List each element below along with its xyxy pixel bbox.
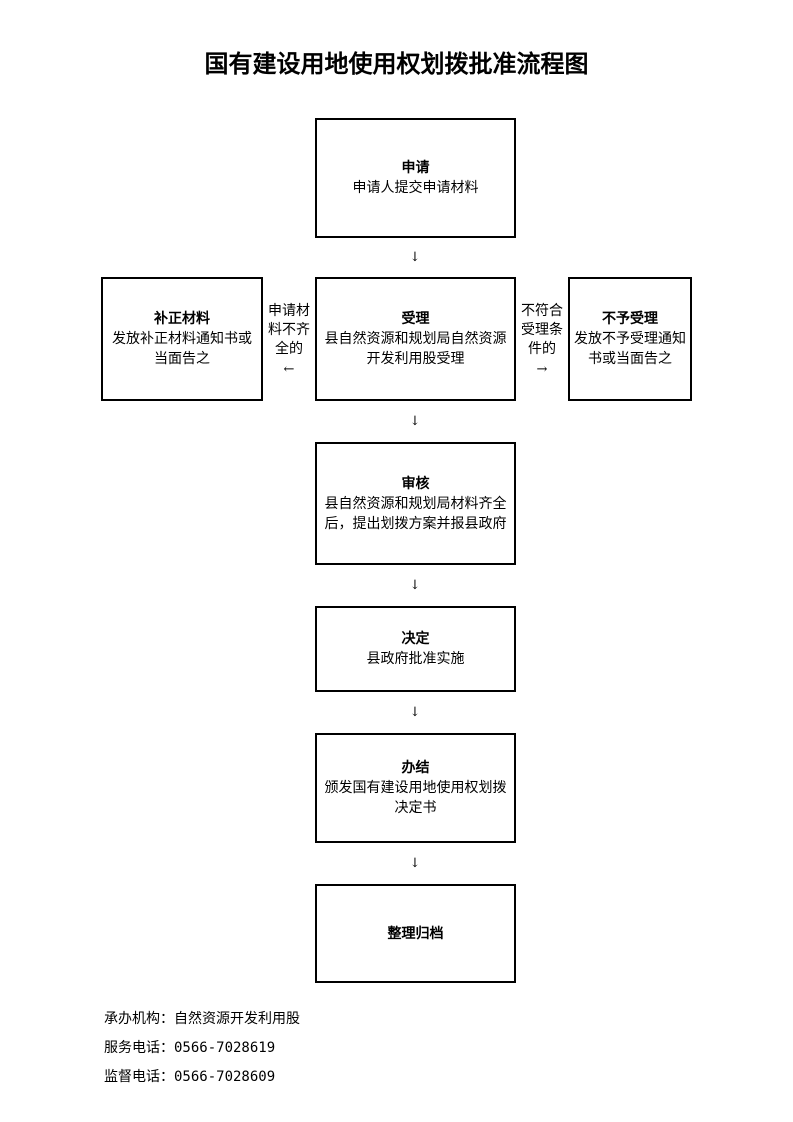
node-accept: 受理 县自然资源和规划局自然资源开发利用股受理 [315, 277, 516, 401]
edge-right-label: 不符合 受理条 件的 → [516, 302, 568, 381]
node-apply-text: 申请人提交申请材料 [352, 180, 479, 196]
edge-left-label-line-1: 申请材 [268, 303, 310, 319]
node-decide: 决定 县政府批准实施 [315, 606, 516, 692]
node-review: 审核 县自然资源和规划局材料齐全后，提出划拨方案并报县政府 [315, 442, 516, 565]
node-accept-heading: 受理 [401, 311, 430, 327]
node-accept-text: 县自然资源和规划局自然资源开发利用股受理 [324, 331, 507, 367]
edge-left-label-line-3: 全的 [275, 341, 303, 357]
arrow-down-3: ↓ [409, 578, 421, 593]
page-title: 国有建设用地使用权划拨批准流程图 [204, 50, 589, 78]
node-reject-text: 发放不予受理通知书或当面告之 [574, 331, 686, 367]
node-review-heading: 审核 [401, 475, 430, 492]
node-apply: 申请 申请人提交申请材料 [315, 118, 516, 238]
edge-right-label-line-3: 件的 [528, 341, 556, 357]
node-supplement-heading: 补正材料 [154, 311, 210, 327]
node-review-text: 县自然资源和规划局材料齐全后，提出划拨方案并报县政府 [324, 495, 507, 532]
node-archive-heading: 整理归档 [387, 925, 444, 942]
node-complete: 办结 颁发国有建设用地使用权划拨决定书 [315, 733, 516, 843]
node-supplement-text: 发放补正材料通知书或当面告之 [112, 331, 252, 367]
footer-org: 承办机构：自然资源开发利用股 [104, 1011, 300, 1027]
node-complete-heading: 办结 [401, 760, 430, 776]
node-decide-text: 县政府批准实施 [366, 651, 465, 667]
arrow-right: → [536, 362, 548, 377]
node-reject: 不予受理 发放不予受理通知书或当面告之 [568, 277, 692, 401]
node-apply-heading: 申请 [401, 160, 430, 176]
footer-service-phone: 服务电话：0566-7028619 [104, 1040, 276, 1056]
footer-supervise-phone: 监督电话：0566-7028609 [104, 1069, 276, 1085]
arrow-down-2: ↓ [409, 414, 421, 429]
arrow-down-1: ↓ [409, 250, 421, 265]
node-decide-heading: 决定 [401, 631, 430, 647]
edge-left-label-line-2: 料不齐 [268, 322, 310, 338]
edge-right-label-line-2: 受理条 [521, 322, 563, 338]
arrow-left: ← [283, 362, 295, 377]
arrow-down-5: ↓ [409, 856, 421, 871]
node-archive: 整理归档 [315, 884, 516, 983]
node-reject-heading: 不予受理 [602, 311, 658, 327]
node-supplement: 补正材料 发放补正材料通知书或当面告之 [101, 277, 263, 401]
edge-left-label: 申请材 料不齐 全的 ← [263, 302, 315, 381]
edge-right-label-line-1: 不符合 [521, 303, 563, 319]
node-complete-text: 颁发国有建设用地使用权划拨决定书 [324, 780, 507, 816]
arrow-down-4: ↓ [409, 705, 421, 720]
